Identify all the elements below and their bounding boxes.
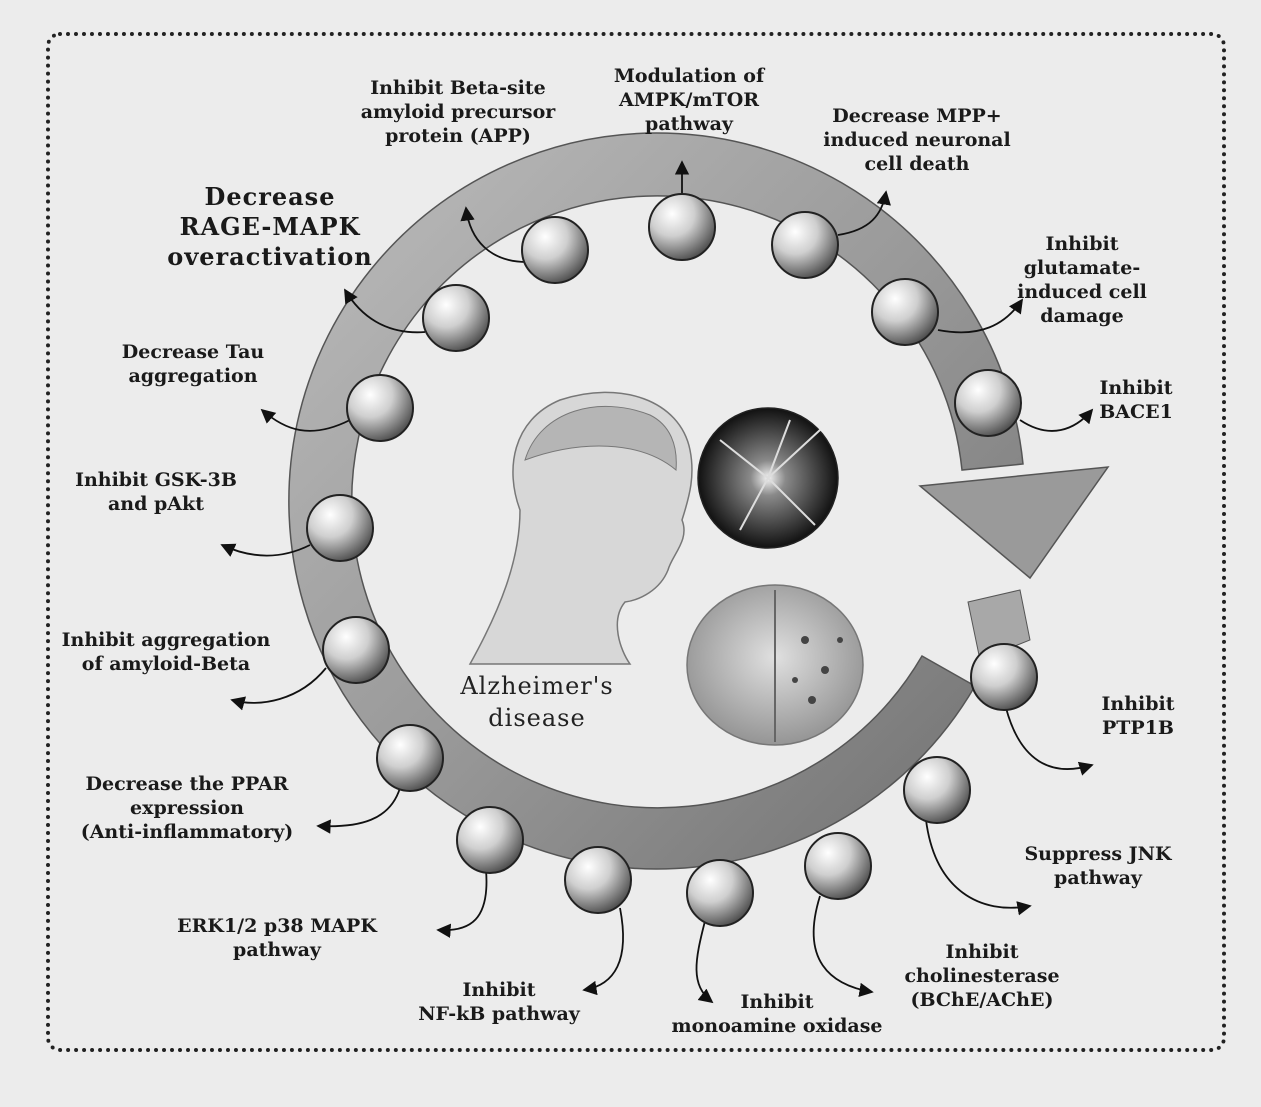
sphere-app xyxy=(522,217,588,283)
sphere-ppar xyxy=(377,725,443,791)
label-tau: Decrease Tau aggregation xyxy=(122,340,264,388)
label-nf-kb: Inhibit NF-kB pathway xyxy=(418,978,580,1026)
sphere-ampk xyxy=(649,194,715,260)
label-mpp-cell-death: Decrease MPP+ induced neuronal cell deat… xyxy=(823,104,1010,176)
sphere-glutamate xyxy=(872,279,938,345)
arrow-che xyxy=(814,896,872,992)
sphere-nfkb xyxy=(565,847,631,913)
label-ampk-mtor: Modulation of AMPK/mTOR pathway xyxy=(614,64,764,136)
sphere-bace1 xyxy=(955,370,1021,436)
brain-illustration xyxy=(687,585,863,745)
sphere-rage xyxy=(423,285,489,351)
label-glutamate: Inhibit glutamate- induced cell damage xyxy=(993,232,1172,328)
arrow-ppar xyxy=(318,788,400,826)
arrow-nfkb xyxy=(584,908,623,990)
label-jnk: Suppress JNK pathway xyxy=(1024,842,1171,890)
label-ppar: Decrease the PPAR expression (Anti-infla… xyxy=(81,772,294,844)
sphere-che xyxy=(805,833,871,899)
sphere-mpp xyxy=(772,212,838,278)
neuron-illustration xyxy=(698,408,838,548)
center-disease-title: Alzheimer's disease xyxy=(460,670,613,734)
label-amyloid-beta: Inhibit aggregation of amyloid-Beta xyxy=(62,628,271,676)
sphere-amyloid xyxy=(323,617,389,683)
arrow-erk xyxy=(438,870,487,930)
sphere-jnk xyxy=(904,757,970,823)
sphere-ptp1b xyxy=(971,644,1037,710)
human-head-illustration xyxy=(470,392,692,664)
label-monoamine-oxidase: Inhibit monoamine oxidase xyxy=(671,990,882,1038)
cycle-arrowhead xyxy=(920,467,1108,578)
label-ptp1b: Inhibit PTP1B xyxy=(1101,692,1174,740)
label-rage-mapk: Decrease RAGE-MAPK overactivation xyxy=(167,182,372,272)
sphere-tau xyxy=(347,375,413,441)
label-cholinesterase: Inhibit cholinesterase (BChE/AChE) xyxy=(904,940,1059,1012)
sphere-erk xyxy=(457,807,523,873)
label-gsk3b: Inhibit GSK-3B and pAkt xyxy=(75,468,237,516)
arrow-ptp1b xyxy=(1006,708,1092,769)
sphere-gsk xyxy=(307,495,373,561)
label-bace1: Inhibit BACE1 xyxy=(1074,376,1199,424)
label-beta-site-app: Inhibit Beta-site amyloid precursor prot… xyxy=(361,76,556,148)
arrow-jnk xyxy=(926,820,1030,908)
label-erk-p38: ERK1/2 p38 MAPK pathway xyxy=(177,914,377,962)
sphere-mao xyxy=(687,860,753,926)
